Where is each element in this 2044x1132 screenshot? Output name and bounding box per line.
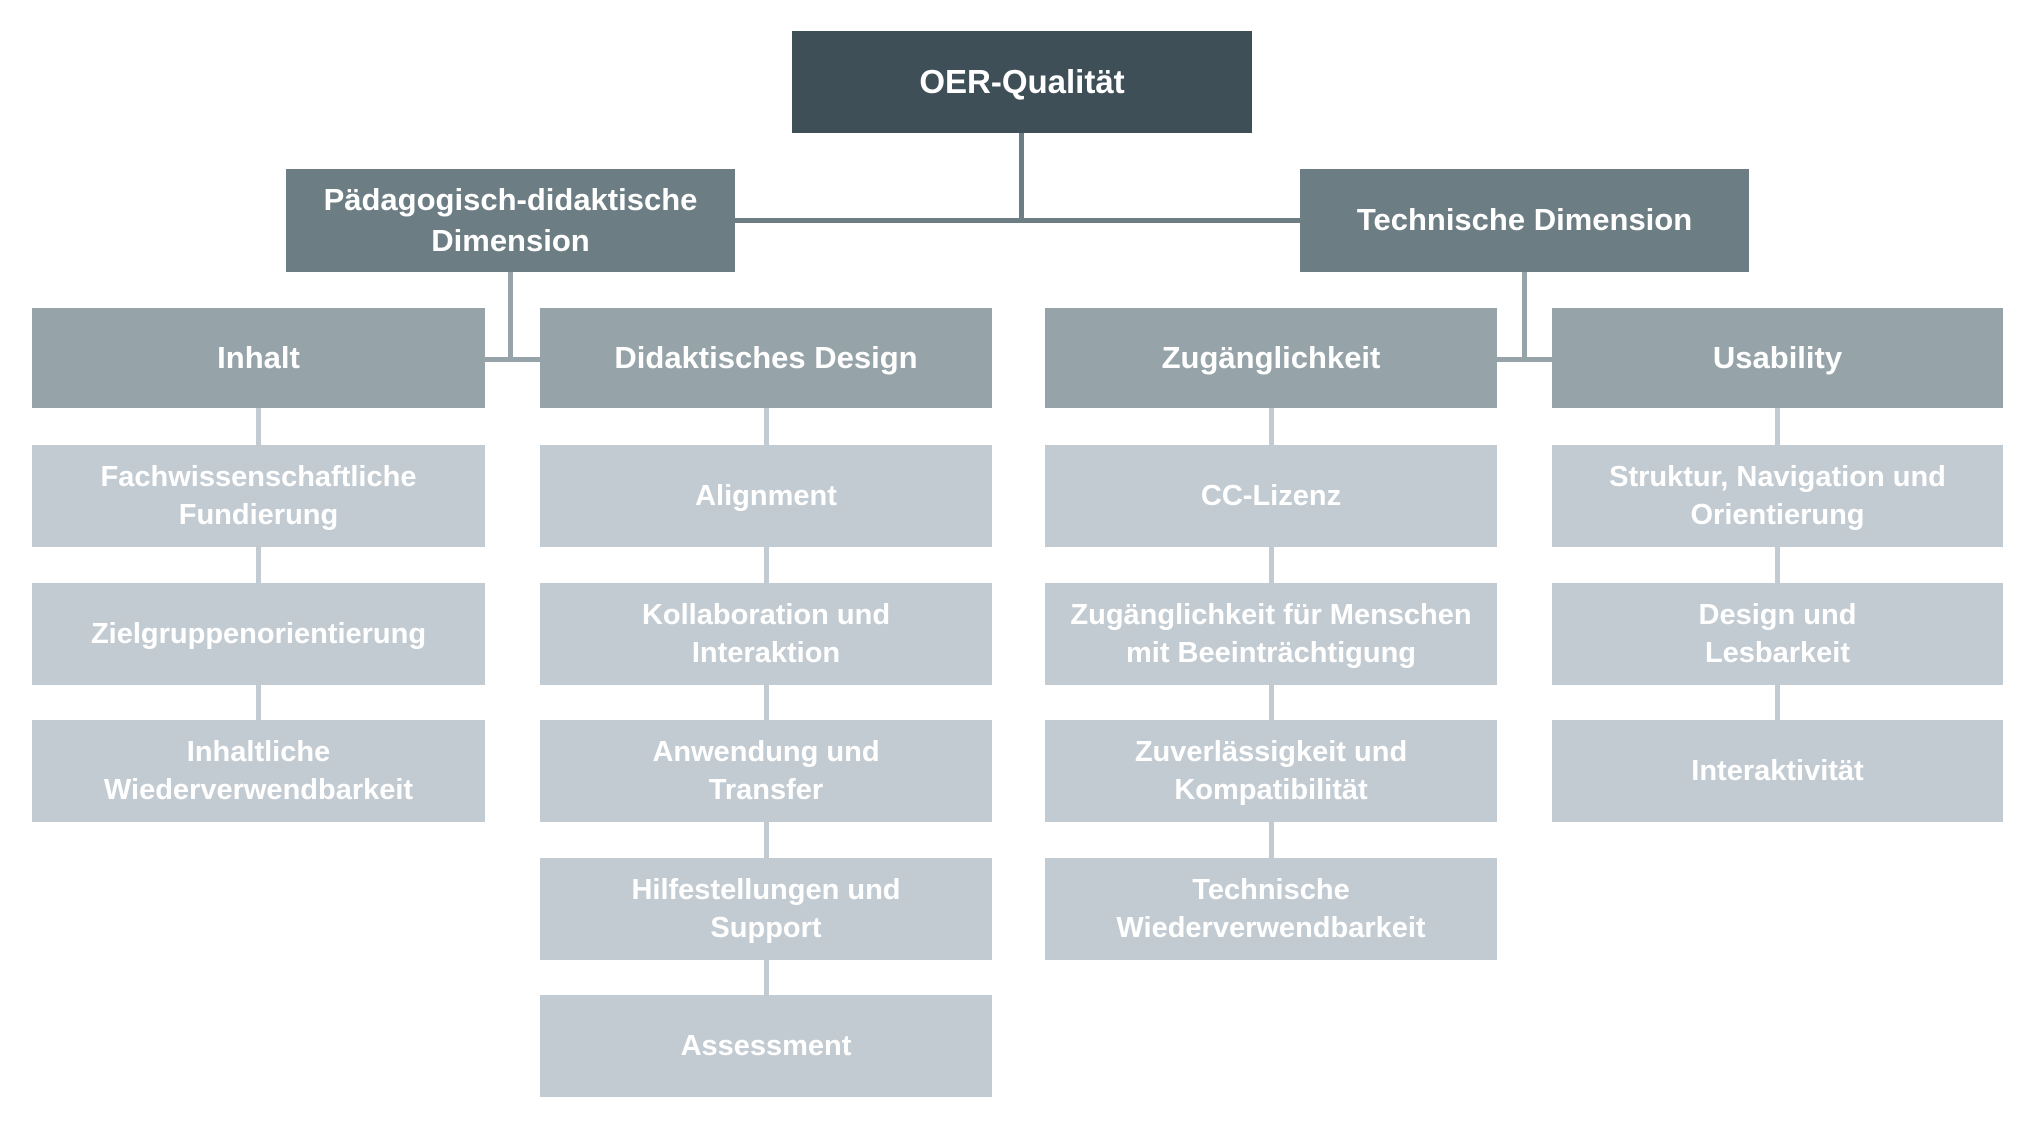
category-box-didaktisches-design: Didaktisches Design xyxy=(540,308,992,408)
leaf-box-zielgruppenorientierung: Zielgruppenorientierung xyxy=(32,583,485,685)
leaf-box-zuverlaessigkeit-und-kompatibilitaet: Zuverlässigkeit und Kompatibilität xyxy=(1045,720,1497,822)
leaf-box-struktur-navigation-und-orientierung: Struktur, Navigation und Orientierung xyxy=(1552,445,2003,547)
leaf-box-design-und-lesbarkeit: Design und Lesbarkeit xyxy=(1552,583,2003,685)
category-box-inhalt: Inhalt xyxy=(32,308,485,408)
leaf-box-zugaenglichkeit-fuer-menschen: Zugänglichkeit für Menschen mit Beeinträ… xyxy=(1045,583,1497,685)
dimension-box-paedagogisch-didaktische: Pädagogisch-didaktische Dimension xyxy=(286,169,735,272)
leaf-box-alignment: Alignment xyxy=(540,445,992,547)
connector-inhalt-chain xyxy=(256,408,261,720)
leaf-box-interaktivitaet: Interaktivität xyxy=(1552,720,2003,822)
connector-dimensions-horizontal xyxy=(735,218,1300,223)
dimension-box-technische: Technische Dimension xyxy=(1300,169,1749,272)
connector-technische-vertical xyxy=(1522,271,1527,360)
connector-inhalt-didaktisches-horizontal xyxy=(485,357,540,362)
leaf-box-inhaltliche-wiederverwendbarkeit: Inhaltliche Wiederverwendbarkeit xyxy=(32,720,485,822)
leaf-box-kollaboration-und-interaktion: Kollaboration und Interaktion xyxy=(540,583,992,685)
root-box: OER-Qualität xyxy=(792,31,1252,133)
leaf-box-assessment: Assessment xyxy=(540,995,992,1097)
connector-root-vertical xyxy=(1019,133,1024,221)
connector-zugaenglichkeit-usability-horizontal xyxy=(1497,357,1552,362)
connector-paedagogisch-vertical xyxy=(508,271,513,360)
connector-usability-chain xyxy=(1775,408,1780,720)
category-box-usability: Usability xyxy=(1552,308,2003,408)
category-box-zugaenglichkeit: Zugänglichkeit xyxy=(1045,308,1497,408)
leaf-box-cc-lizenz: CC-Lizenz xyxy=(1045,445,1497,547)
connector-didaktisches-chain xyxy=(764,408,769,995)
leaf-box-technische-wiederverwendbarkeit: Technische Wiederverwendbarkeit xyxy=(1045,858,1497,960)
leaf-box-fachwissenschaftliche-fundierung: Fachwissenschaftliche Fundierung xyxy=(32,445,485,547)
leaf-box-anwendung-und-transfer: Anwendung und Transfer xyxy=(540,720,992,822)
leaf-box-hilfestellungen-und-support: Hilfestellungen und Support xyxy=(540,858,992,960)
